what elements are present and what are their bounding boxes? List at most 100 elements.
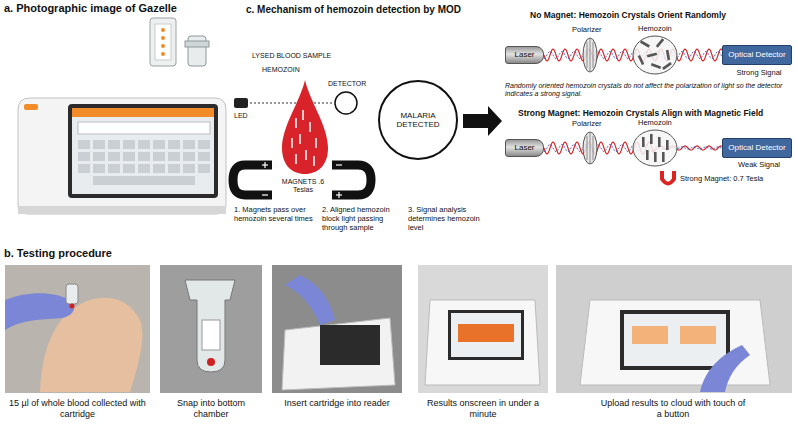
gazelle-device-part <box>161 52 165 56</box>
polarization-illustration-part <box>587 39 593 71</box>
polarization-illustration-part-part <box>662 152 665 162</box>
gazelle-device-part-part <box>123 164 135 173</box>
gazelle-device-part <box>72 108 214 194</box>
part-label: Hemozoin <box>638 118 683 127</box>
polarization-illustration-part-part <box>646 150 649 160</box>
polarization-illustration-part-part <box>593 42 594 68</box>
node-text: MALARIA DETECTED <box>390 111 446 129</box>
gazelle-device-part-part <box>78 164 90 173</box>
gazelle-device-part-part <box>168 164 180 173</box>
gazelle-device-part-part <box>108 140 120 149</box>
scenario-title: Strong Magnet: Hemozoin Crystals Align w… <box>518 108 792 118</box>
gazelle-device-part-part <box>183 140 195 149</box>
detector-box: Optical Detector <box>722 45 792 65</box>
gazelle-device-part <box>161 36 165 40</box>
mechanism-illustration-part-part <box>305 150 307 160</box>
gazelle-device-part <box>155 24 171 60</box>
polarization-illustration-part-part <box>587 42 588 68</box>
mechanism-illustration-part-part <box>315 138 317 148</box>
procedure-photos-part <box>680 326 716 344</box>
polarization-illustration-part-part <box>666 140 669 150</box>
procedure-photos-part <box>272 265 402 393</box>
panel-title: c. Mechanism of hemozoin detection by MO… <box>246 4 478 16</box>
part-label: Hemozoin <box>638 24 683 33</box>
procedure-photos-part <box>458 324 514 342</box>
polarization-illustration-part-part <box>651 63 661 69</box>
gazelle-device-part-part <box>198 140 210 149</box>
part-label: Polarizer <box>572 25 612 34</box>
gazelle-device-part-part <box>198 164 210 173</box>
signal-label: Strong Signal <box>726 68 792 77</box>
gazelle-device-part <box>18 98 226 214</box>
node-text: Laser <box>514 143 534 152</box>
node-text: Laser <box>514 50 534 59</box>
hemozoin-label: HEMOZOIN <box>262 66 322 74</box>
polarization-illustration-part <box>642 134 669 162</box>
gazelle-device-part-part <box>183 164 195 173</box>
mechanism-illustration-part-part <box>295 154 297 164</box>
procedure-photos-part <box>70 304 75 309</box>
mechanism-illustration-part-part <box>299 134 301 144</box>
gazelle-device-part-part <box>138 152 150 161</box>
gazelle-device-part-part <box>123 140 135 149</box>
node-text: Optical Detector <box>728 50 785 59</box>
gazelle-device-part-part <box>93 164 105 173</box>
part-label: Polarizer <box>572 119 612 128</box>
procedure-photos-part <box>5 293 74 330</box>
step-caption: Insert cartridge into reader <box>272 398 402 409</box>
gazelle-device-part <box>161 44 165 48</box>
polarization-illustration-part-part <box>662 62 672 70</box>
node-text: Optical Detector <box>728 143 785 152</box>
polarization-illustration-part-part <box>593 136 594 160</box>
scenario-title: No Magnet: Hemozoin Crystals Orient Rand… <box>530 10 792 20</box>
procedure-photos-part <box>624 314 726 366</box>
gazelle-device-part <box>24 104 38 110</box>
mechanism-illustration-part-part <box>336 164 342 165</box>
step-text: 2. Aligned hemozoin block light passing … <box>322 205 404 232</box>
procedure-photos-part <box>700 345 750 392</box>
magnet-label: MAGNETS .6 Teslas <box>276 178 330 195</box>
procedure-photos-part <box>418 265 548 393</box>
mechanism-illustration-part-part <box>291 138 293 148</box>
signal-label: Weak Signal <box>726 160 792 169</box>
step-caption: Snap into bottom chamber <box>160 398 262 420</box>
mechanism-illustration-part <box>282 80 328 174</box>
polarization-illustration-part-part <box>647 52 657 57</box>
step-caption: Results onscreen in under a minute <box>425 398 541 420</box>
mechanism-illustration-part <box>292 110 316 166</box>
gazelle-device-part-part <box>168 140 180 149</box>
gazelle-device-part-part <box>153 140 165 149</box>
polarization-illustration-part <box>587 133 593 163</box>
procedure-photos-part <box>282 318 395 390</box>
led-label: LED <box>234 112 258 120</box>
polarization-illustration-part-part <box>587 136 588 160</box>
gazelle-device-part <box>68 104 218 198</box>
procedure-photos-part <box>620 310 730 370</box>
polarization-illustration-part-part <box>590 39 591 71</box>
gazelle-device-part <box>150 18 176 66</box>
polarization-illustration-part-part <box>642 137 645 147</box>
mechanism-illustration-part <box>463 106 502 136</box>
detector-label: DETECTOR <box>328 80 378 88</box>
gazelle-device-part-part <box>138 140 150 149</box>
explanation-note: Randomly oriented hemozoin crystals do n… <box>505 82 793 99</box>
procedure-photos-part <box>207 358 215 366</box>
panel-title: a. Photographic image of Gazelle <box>4 2 244 15</box>
gazelle-device-part-part <box>123 152 135 161</box>
procedure-photos-part <box>580 300 770 385</box>
gazelle-device-part-part <box>93 140 105 149</box>
step-text: 1. Magnets pass over hemozoin several ti… <box>234 205 320 223</box>
gazelle-device-part-part <box>78 140 90 149</box>
detector-box: Optical Detector <box>722 138 792 158</box>
polarization-illustration-part-part <box>666 50 670 60</box>
mechanism-illustration-part <box>335 92 357 114</box>
mechanism-illustration-part-part <box>262 194 268 195</box>
procedure-photos-part <box>632 326 668 344</box>
polarization-illustration-part-part <box>638 55 645 65</box>
step-text: 3. Signal analysis determines hemozoin l… <box>408 205 492 232</box>
magnet-label: Strong Magnet: 0.7 Tesla <box>680 174 790 183</box>
mechanism-illustration-part <box>262 162 342 198</box>
gazelle-device-part-part <box>93 152 105 161</box>
